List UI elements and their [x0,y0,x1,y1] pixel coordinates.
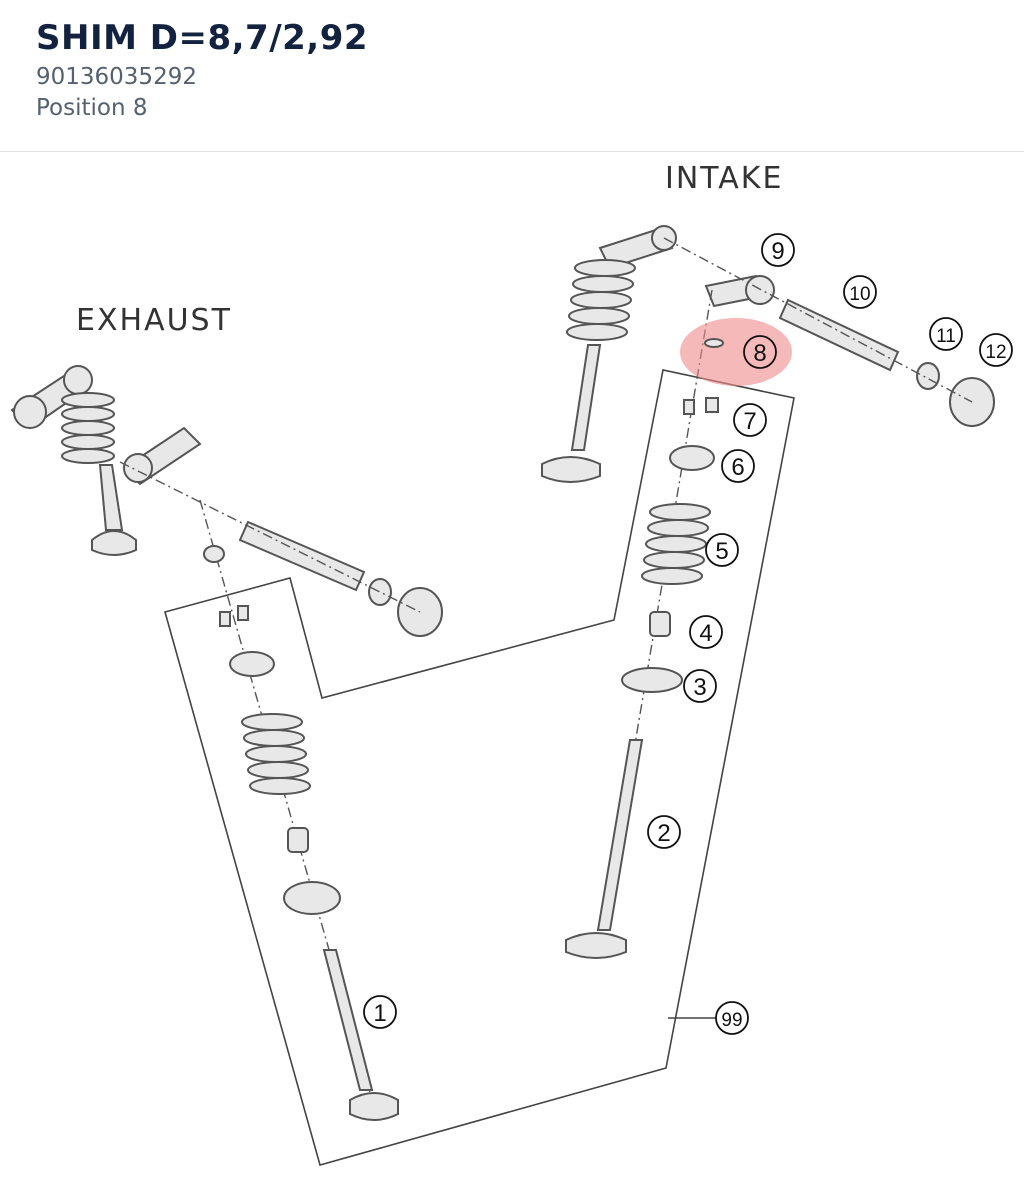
callout-4[interactable]: 4 [689,615,723,649]
svg-text:10: 10 [849,284,870,305]
label-exhaust: EXHAUST [76,303,232,338]
svg-text:1: 1 [373,1000,386,1027]
callout-2[interactable]: 2 [647,815,681,849]
callout-11[interactable]: 11 [929,317,963,351]
callout-3[interactable]: 3 [683,669,717,703]
svg-text:7: 7 [743,408,756,435]
part-title: SHIM D=8,7/2,92 [36,18,369,58]
svg-text:9: 9 [771,238,784,265]
shim-part [704,338,724,348]
svg-text:11: 11 [936,326,956,347]
svg-text:2: 2 [657,820,670,847]
callout-12[interactable]: 12 [979,333,1013,367]
svg-text:3: 3 [693,674,706,701]
intake-valve-stack [565,289,719,959]
svg-text:99: 99 [721,1010,742,1031]
callout-8[interactable]: 8 [743,335,777,369]
highlight-callout-8 [680,318,792,386]
exhaust-rocker-assembly [10,365,443,637]
callout-10[interactable]: 10 [843,275,877,309]
callout-9[interactable]: 9 [761,233,795,267]
valve-train-diagram: EXHAUST INTAKE [10,161,1013,1166]
svg-text:6: 6 [731,454,744,481]
svg-text:5: 5 [715,538,728,565]
callout-1[interactable]: 1 [363,995,397,1029]
assembly-outline-99 [164,369,795,1166]
exhaust-valve-stack [199,499,399,1121]
svg-text:4: 4 [699,620,712,647]
callout-5[interactable]: 5 [705,533,739,567]
callout-99[interactable]: 99 [715,1001,749,1035]
part-header: SHIM D=8,7/2,92 90136035292 Position 8 [0,0,1024,152]
intake-rocker-assembly [541,225,995,483]
callout-7[interactable]: 7 [733,403,767,437]
part-position: Position 8 [36,95,148,121]
callout-6[interactable]: 6 [721,449,755,483]
part-number: 90136035292 [36,64,197,90]
svg-text:8: 8 [753,340,766,367]
svg-text:12: 12 [985,342,1006,363]
label-intake: INTAKE [665,161,783,196]
